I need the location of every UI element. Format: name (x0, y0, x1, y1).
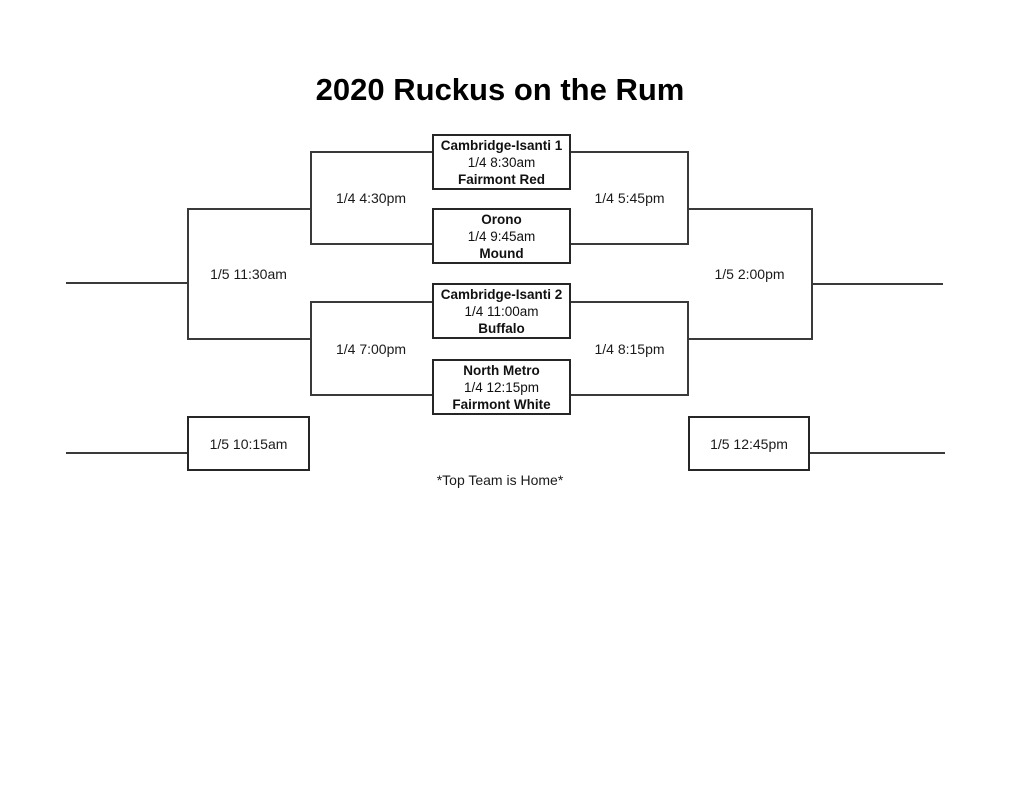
home-team-footnote: *Top Team is Home* (436, 472, 564, 488)
game1-time: 1/4 8:30am (467, 154, 536, 170)
game2-time: 1/4 9:45am (467, 228, 536, 244)
bracket-line-right-final-top (687, 208, 813, 210)
final-left-time-label: 1/5 11:30am (210, 266, 287, 282)
bracket-line-right-consolation-out (810, 452, 945, 454)
bracket-line-game2-feed (310, 243, 432, 245)
consolation-left-box: 1/5 10:15am (187, 416, 310, 471)
bracket-line-left-semi-bottom-vertical (310, 301, 312, 396)
bracket-line-game4-out (571, 394, 689, 396)
game1-away-team: Fairmont Red (457, 171, 545, 187)
bracket-line-left-final-top (187, 208, 312, 210)
game2-away-team: Mound (479, 245, 524, 261)
game4-time: 1/4 12:15pm (463, 379, 540, 395)
bracket-line-game1-out (571, 151, 689, 153)
bracket-line-game4-feed (310, 394, 432, 396)
bracket-line-game3-out (571, 301, 689, 303)
bracket-line-left-final-vertical (187, 208, 189, 340)
consolation-right-box: 1/5 12:45pm (688, 416, 810, 471)
bracket-line-game2-out (571, 243, 689, 245)
semifinal-left-top-time-label: 1/4 4:30pm (335, 190, 407, 206)
game3-time: 1/4 11:00am (464, 303, 539, 319)
game3-home-team: Cambridge-Isanti 2 (440, 286, 563, 302)
semifinal-left-bottom-time-label: 1/4 7:00pm (335, 340, 407, 357)
bracket-line-right-final-out (811, 283, 943, 285)
semifinal-right-top-time-label: 1/4 5:45pm (594, 190, 665, 206)
bracket-line-right-final-bottom (687, 338, 813, 340)
game3-away-team: Buffalo (478, 320, 525, 336)
game-box-1: Cambridge-Isanti 1 1/4 8:30am Fairmont R… (432, 134, 571, 190)
final-right-time-label: 1/5 2:00pm (714, 266, 785, 282)
bracket-line-feed-left-consolation (66, 452, 187, 454)
game-box-3: Cambridge-Isanti 2 1/4 11:00am Buffalo (432, 283, 571, 339)
bracket-line-game1-feed (310, 151, 432, 153)
semifinal-right-bottom-time-label: 1/4 8:15pm (594, 340, 665, 357)
game4-home-team: North Metro (463, 362, 540, 378)
bracket-line-feed-left-final (66, 282, 189, 284)
bracket-line-right-semi-top-vertical (687, 151, 689, 245)
bracket-line-left-final-bottom (187, 338, 312, 340)
game-box-4: North Metro 1/4 12:15pm Fairmont White (432, 359, 571, 415)
game2-home-team: Orono (481, 211, 522, 227)
bracket-line-game3-feed (310, 301, 432, 303)
bracket-line-right-semi-bottom-vertical (687, 301, 689, 396)
bracket-line-right-final-vertical (811, 208, 813, 340)
game4-away-team: Fairmont White (452, 396, 551, 412)
game-box-2: Orono 1/4 9:45am Mound (432, 208, 571, 264)
bracket-line-left-semi-top-vertical (310, 151, 312, 245)
game1-home-team: Cambridge-Isanti 1 (440, 137, 563, 153)
tournament-title: 2020 Ruckus on the Rum (315, 72, 685, 107)
